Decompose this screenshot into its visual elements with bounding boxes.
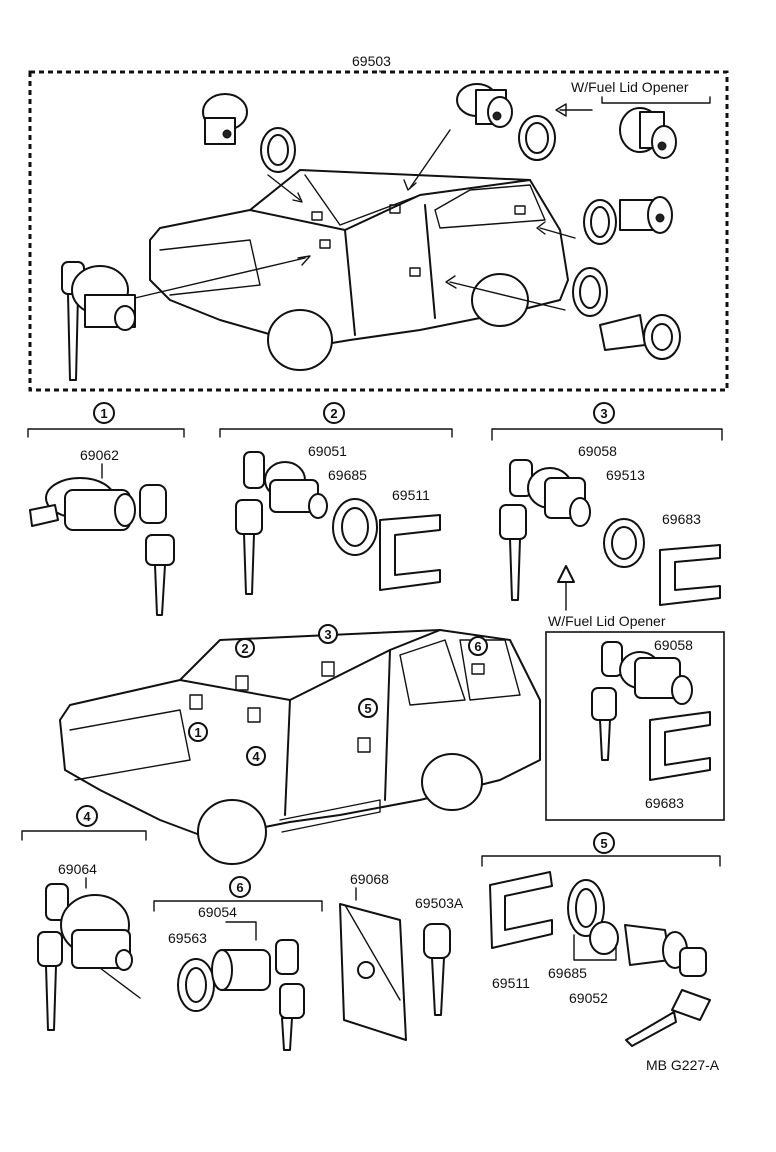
retainer-clip-icon bbox=[489, 871, 553, 949]
door-lock-cylinder-icon bbox=[589, 921, 688, 969]
door-lock-cylinder-icon bbox=[619, 651, 693, 705]
part-number: 69511 bbox=[492, 975, 530, 991]
group-number: 2 bbox=[330, 406, 337, 421]
gasket-icon bbox=[583, 199, 617, 245]
door-lock-cylinder-icon bbox=[264, 461, 328, 519]
key-icon bbox=[37, 883, 69, 1031]
key-icon bbox=[139, 484, 175, 616]
part-number: 69052 bbox=[569, 990, 608, 1006]
lock-cylinder-icon bbox=[599, 314, 681, 360]
retainer-clip-icon bbox=[649, 711, 711, 781]
group-2: 2 69051 69685 69511 bbox=[219, 402, 453, 595]
callout-number: 6 bbox=[474, 639, 481, 654]
vehicle-illustration-middle bbox=[59, 629, 541, 865]
arrow bbox=[134, 257, 306, 299]
fuel-lid-note-top: W/Fuel Lid Opener bbox=[571, 79, 689, 95]
part-number: 69051 bbox=[308, 443, 347, 459]
retainer-clip-icon bbox=[659, 544, 721, 606]
gasket-icon bbox=[567, 879, 605, 937]
part-number: 69685 bbox=[328, 467, 367, 483]
key-pouch-part: 69068 bbox=[339, 871, 407, 1041]
vehicle-illustration-top bbox=[149, 169, 569, 371]
part-number: 69058 bbox=[578, 443, 617, 459]
fuel-lid-note: W/Fuel Lid Opener bbox=[548, 613, 666, 629]
part-number: 69064 bbox=[58, 861, 97, 877]
top-assembly-section: 69503 W/Fuel Lid Opener bbox=[28, 53, 729, 392]
gasket-icon bbox=[603, 518, 645, 568]
group-1: 1 69062 bbox=[27, 402, 185, 616]
key-icon bbox=[499, 459, 533, 601]
group-number: 5 bbox=[600, 836, 607, 851]
callout-number: 2 bbox=[241, 641, 248, 656]
hatch-lock-cylinder-icon bbox=[211, 949, 271, 991]
part-number: 69685 bbox=[548, 965, 587, 981]
part-number: 69058 bbox=[654, 637, 693, 653]
retainer-clip-icon bbox=[379, 514, 441, 591]
lock-cylinder-icon bbox=[619, 107, 677, 159]
part-number: 69683 bbox=[662, 511, 701, 527]
key-icon bbox=[235, 451, 265, 595]
group-number: 6 bbox=[236, 880, 243, 895]
key-icon bbox=[423, 923, 451, 1016]
key-icon bbox=[275, 939, 305, 1051]
gasket-icon bbox=[332, 498, 378, 556]
assembly-part-number: 69503 bbox=[352, 53, 391, 69]
part-number: 69503A bbox=[415, 895, 464, 911]
lock-cylinder-icon bbox=[456, 83, 513, 128]
gasket-icon bbox=[518, 115, 556, 161]
part-number: 69513 bbox=[606, 467, 645, 483]
group-number: 1 bbox=[100, 406, 107, 421]
part-number: 69683 bbox=[645, 795, 684, 811]
gasket-icon bbox=[177, 958, 215, 1012]
group-4: 4 69064 bbox=[21, 805, 147, 1031]
part-number: 69511 bbox=[392, 487, 430, 503]
fuel-lid-frame bbox=[545, 631, 725, 821]
lock-cylinder-icon bbox=[202, 93, 248, 145]
callout-number: 4 bbox=[252, 749, 260, 764]
key-icon bbox=[591, 641, 623, 761]
part-number: 69068 bbox=[350, 871, 389, 887]
group-number: 4 bbox=[83, 809, 91, 824]
fuel-lid-bracket-top bbox=[601, 96, 711, 104]
part-number: 69062 bbox=[80, 447, 119, 463]
ignition-cylinder-icon bbox=[60, 894, 141, 999]
callout-number: 5 bbox=[364, 701, 371, 716]
blank-key-part: 69503A bbox=[415, 895, 464, 1016]
door-lock-cylinder-icon bbox=[527, 467, 591, 527]
ignition-cylinder-icon bbox=[71, 265, 136, 331]
callout-number: 3 bbox=[324, 627, 331, 642]
vehicle-callouts: 1 2 3 4 5 6 bbox=[188, 624, 488, 766]
gasket-icon bbox=[572, 267, 608, 317]
key-icon bbox=[625, 947, 711, 1047]
gasket-icon bbox=[260, 127, 296, 173]
lock-cylinder-icon bbox=[619, 196, 673, 234]
ignition-cylinder-icon bbox=[29, 477, 136, 531]
part-number: 69054 bbox=[198, 904, 237, 920]
group-3: 3 69058 69513 69683 bbox=[491, 402, 723, 611]
callout-number: 1 bbox=[194, 725, 201, 740]
part-number: 69563 bbox=[168, 930, 207, 946]
group-6: 6 69054 69563 bbox=[153, 876, 323, 1051]
group-5: 5 69511 69685 69052 bbox=[481, 832, 721, 1047]
fuel-lid-opener-box: W/Fuel Lid Opener 69058 69683 bbox=[545, 613, 725, 821]
drawing-code: MB G227-A bbox=[646, 1057, 720, 1073]
group-number: 3 bbox=[600, 406, 607, 421]
assembly-dashed-frame bbox=[28, 70, 729, 392]
